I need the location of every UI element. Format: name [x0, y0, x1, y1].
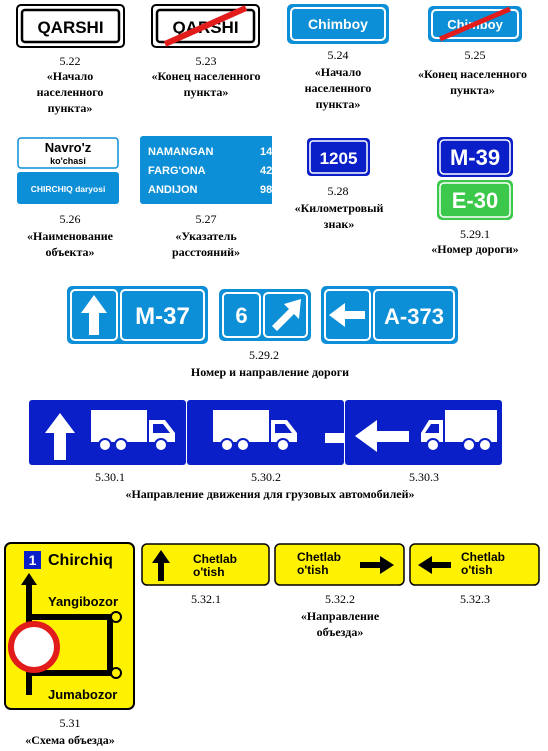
- sign-5-27-caption: «Указатель расстояний»: [171, 229, 241, 259]
- truck-icon: [213, 410, 297, 452]
- truck-icon: [421, 410, 497, 452]
- sign-5-32-2-number: 5.32.2: [325, 592, 355, 606]
- sign-5-32-1-line1: Chetlab: [193, 552, 237, 566]
- sign-5-32-1-number: 5.32.1: [191, 592, 221, 606]
- sign-5-29-1-caption: «Номер дороги»: [431, 242, 519, 256]
- sign-5-31-bottom: Jumabozor: [48, 687, 117, 702]
- arrow-left-icon: [355, 420, 409, 452]
- sign-5-24-text: Chimboy: [308, 16, 368, 32]
- sign-5-29-2-number: 5.29.2: [249, 348, 279, 362]
- sign-5-27-number: 5.27: [195, 212, 217, 226]
- sign-5-30-3: [345, 400, 502, 465]
- arrow-up-icon: [45, 413, 75, 460]
- sign-5-30-2: [187, 400, 344, 465]
- sign-5-29-2-c-text: A-373: [384, 304, 444, 329]
- sign-5-27-row2-km: 42: [260, 165, 272, 177]
- sign-5-29-1-euro: E-30: [437, 180, 513, 220]
- sign-5-29-1-text1: M-39: [450, 145, 500, 170]
- arrow-diagonal-icon: [272, 299, 301, 331]
- sign-5-31-mid: Yangibozor: [48, 594, 118, 609]
- truck-icon: [91, 410, 175, 452]
- sign-5-25-caption: «Конец населенного пункта»: [417, 67, 527, 97]
- arrow-up-icon: [152, 550, 170, 581]
- sign-5-31-dest: Chirchiq: [48, 552, 113, 569]
- sign-5-30-2-number: 5.30.2: [251, 470, 281, 484]
- sign-5-27-row1-name: NAMANGAN: [148, 146, 213, 158]
- arrow-left-icon: [418, 556, 451, 574]
- sign-5-23: QARSHI: [151, 4, 260, 48]
- sign-5-26-bottom: CHIRCHIQ daryosi: [17, 172, 119, 204]
- arrow-up-icon: [81, 295, 107, 335]
- sign-5-32-3-line2: o'tish: [461, 563, 493, 577]
- sign-5-22-number: 5.22: [59, 54, 81, 68]
- sign-5-29-2-caption: Номер и направление дороги: [190, 365, 350, 379]
- sign-5-25-number: 5.25: [464, 48, 486, 62]
- sign-5-28-number: 5.28: [327, 184, 349, 198]
- sign-5-28-text: 1205: [320, 149, 358, 168]
- sign-5-26-line1: Navro'z: [45, 140, 92, 155]
- sign-5-27-row3-km: 98: [260, 184, 272, 196]
- sign-5-22-text: QARSHI: [37, 18, 103, 37]
- sign-5-30-1: [29, 400, 186, 465]
- sign-5-31-caption: «Схема объезда»: [25, 733, 115, 747]
- sign-5-28: 1205: [307, 138, 370, 176]
- sign-5-26-caption: «Наименование объекта»: [27, 229, 113, 259]
- sign-5-30-3-number: 5.30.3: [409, 470, 439, 484]
- sign-5-25: Chimboy: [428, 6, 522, 42]
- closed-road-icon: [8, 621, 60, 673]
- sign-5-26-line2: ko'chasi: [50, 156, 86, 166]
- arrow-right-icon: [360, 556, 394, 574]
- sign-5-26-line3: CHIRCHIQ daryosi: [31, 184, 106, 194]
- sign-5-29-2-b-text: 6: [235, 303, 247, 328]
- sign-5-32-2-line1: Chetlab: [297, 550, 341, 564]
- arrow-up-icon: [21, 573, 37, 602]
- sign-5-26-number: 5.26: [59, 212, 81, 226]
- sign-5-29-1-number: 5.29.1: [460, 227, 490, 241]
- sign-5-26-top: Navro'z ko'chasi: [17, 137, 119, 169]
- sign-5-23-caption: «Конец населенного пункта»: [151, 69, 261, 99]
- sign-5-24: Chimboy: [287, 4, 389, 44]
- sign-5-32-3-number: 5.32.3: [460, 592, 490, 606]
- sign-5-28-caption: «Километровый знак»: [294, 201, 384, 231]
- arrow-left-icon: [329, 303, 365, 327]
- sign-5-23-number: 5.23: [195, 54, 217, 68]
- sign-5-32-2-line2: o'tish: [297, 563, 329, 577]
- sign-5-27: NAMANGAN 14 FARG'ONA 42 ANDIJON 98: [140, 136, 272, 204]
- sign-5-29-2-b: 6: [219, 289, 311, 341]
- sign-5-22-caption: «Начало населенного пункта»: [36, 69, 104, 115]
- sign-5-31-badge: 1: [29, 552, 37, 568]
- sign-5-31: 1 Chirchiq Yangibozor Jumabozor: [4, 542, 135, 710]
- sign-5-30-caption: «Направление движения для грузовых автом…: [125, 487, 415, 501]
- sign-5-32-2: Chetlab o'tish: [274, 543, 405, 586]
- sign-5-22: QARSHI: [16, 4, 125, 48]
- sign-5-32-1: Chetlab o'tish: [141, 543, 270, 586]
- sign-5-30-1-number: 5.30.1: [95, 470, 125, 484]
- sign-5-27-row1-km: 14: [260, 146, 272, 158]
- sign-5-29-2-c: A-373: [321, 286, 458, 344]
- sign-5-24-number: 5.24: [327, 48, 349, 62]
- sign-5-27-row2-name: FARG'ONA: [148, 165, 206, 177]
- sign-5-29-1-text2: E-30: [452, 188, 498, 213]
- sign-5-32-3-line1: Chetlab: [461, 550, 505, 564]
- route-badge: [24, 551, 41, 569]
- sign-5-29-2-a: M-37: [67, 286, 208, 344]
- sign-5-32-3: Chetlab o'tish: [409, 543, 540, 586]
- sign-5-27-row3-name: ANDIJON: [148, 184, 198, 196]
- sign-5-29-2-a-text: M-37: [135, 303, 190, 330]
- sign-5-24-caption: «Начало населенного пункта»: [304, 65, 372, 111]
- sign-5-31-number: 5.31: [59, 716, 81, 730]
- sign-5-32-1-line2: o'tish: [193, 565, 225, 579]
- sign-5-32-caption: «Направление объезда»: [300, 609, 380, 639]
- sign-5-29-1-road: M-39: [437, 137, 513, 177]
